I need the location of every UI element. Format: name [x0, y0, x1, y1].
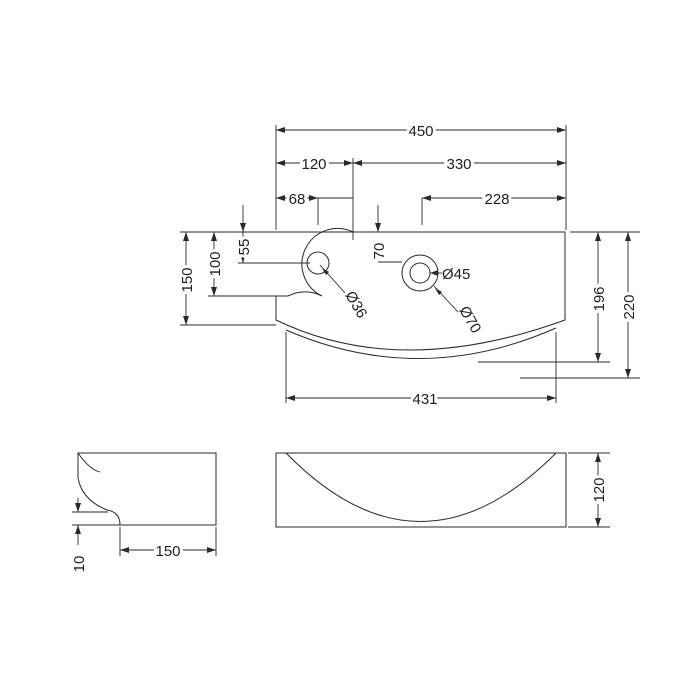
dim-150: 150 — [176, 232, 199, 325]
front-view: 120 — [275, 452, 611, 528]
dim-431: 431 — [286, 388, 556, 411]
label-side-depth-100: 100 — [207, 251, 224, 276]
label-top-to-overflow: 55 — [236, 239, 253, 256]
dim-68: 68 — [276, 188, 353, 211]
label-waste-offset: 228 — [484, 191, 509, 208]
dim-55: 55 — [233, 205, 256, 263]
dim-dia-36: Ø36 — [319, 264, 370, 321]
top-view: 450 120 330 68 228 — [176, 120, 641, 411]
label-bowl-side-width: 330 — [446, 156, 471, 173]
label-waste-outer-dia: Ø70 — [455, 303, 484, 336]
side-profile-top-curve — [77, 452, 101, 473]
label-overall-width: 450 — [408, 123, 433, 140]
dim-front-120: 120 — [568, 452, 611, 528]
dim-220: 220 — [618, 232, 641, 378]
label-step-height: 10 — [71, 556, 88, 573]
waste-hole — [409, 262, 431, 284]
label-base-width: 150 — [155, 543, 180, 560]
label-front-height: 120 — [591, 477, 608, 502]
label-waste-hole-dia: Ø45 — [442, 266, 470, 283]
basin-top-outline — [275, 227, 566, 351]
dim-196: 196 — [588, 232, 611, 362]
dim-dia-45: Ø45 — [430, 266, 470, 283]
label-side-depth-150: 150 — [179, 267, 196, 292]
dim-100: 100 — [204, 232, 227, 296]
dim-70: 70 — [371, 205, 402, 263]
dim-450: 450 — [276, 120, 566, 143]
dim-dia-70: Ø70 — [433, 285, 484, 336]
label-overflow-offset: 68 — [289, 191, 306, 208]
label-overall-depth: 220 — [621, 294, 638, 319]
side-view: 10 150 — [71, 452, 217, 572]
label-overflow-hole-dia: Ø36 — [341, 288, 370, 321]
extension-lines — [180, 125, 640, 403]
bowl-inner-contour — [285, 327, 557, 359]
front-outline — [275, 452, 567, 528]
front-bowl-curve — [285, 452, 557, 522]
dim-120-330: 120 330 — [276, 153, 566, 176]
dim-side-150: 150 — [119, 527, 217, 563]
label-tap-side-width: 120 — [301, 156, 326, 173]
dim-228: 228 — [422, 188, 566, 211]
dim-10: 10 — [71, 498, 120, 572]
side-profile-outline — [77, 452, 217, 526]
label-bottom-width: 431 — [412, 391, 437, 408]
label-bowl-depth: 196 — [591, 286, 608, 311]
label-top-to-waste: 70 — [371, 243, 388, 260]
